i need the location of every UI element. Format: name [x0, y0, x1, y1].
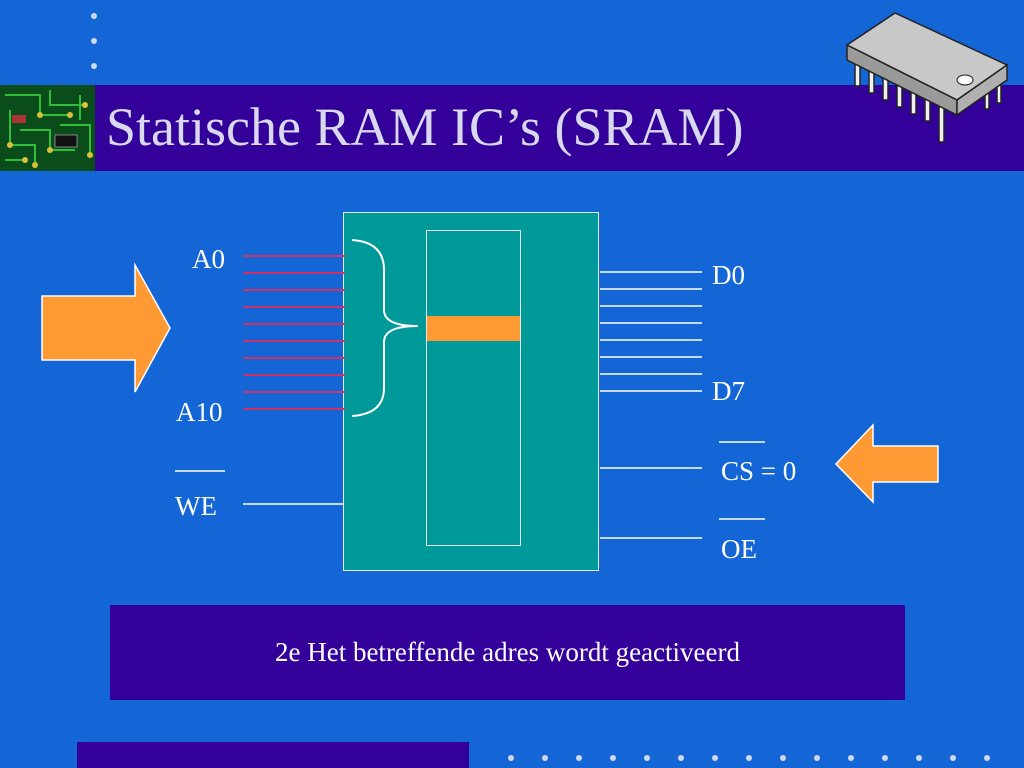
- deco-dot: [814, 755, 820, 761]
- deco-dot: [950, 755, 956, 761]
- deco-dot: [916, 755, 922, 761]
- deco-dot: [882, 755, 888, 761]
- label-cs: CS = 0: [721, 456, 797, 486]
- active-address-row: [427, 316, 520, 341]
- bottom-bar: [77, 742, 469, 768]
- label-a10: A10: [176, 397, 223, 427]
- page-title: Statische RAM IC’s (SRAM): [106, 97, 744, 157]
- data-lines: [600, 271, 702, 392]
- deco-dot: [508, 755, 514, 761]
- deco-dot: [678, 755, 684, 761]
- label-oe: OE: [721, 534, 757, 564]
- address-lines: [243, 255, 345, 410]
- ic-chip-icon: [845, 12, 1009, 143]
- circuit-board-icon: [0, 85, 95, 171]
- ram-block: [343, 212, 599, 571]
- label-a0: A0: [192, 244, 225, 274]
- memory-column: [426, 230, 521, 546]
- label-d0: D0: [712, 260, 745, 290]
- deco-dot: [610, 755, 616, 761]
- label-we: WE: [175, 491, 217, 521]
- arrow-left-icon: [834, 423, 939, 504]
- deco-dot: [780, 755, 786, 761]
- deco-dot: [712, 755, 718, 761]
- deco-dot: [91, 13, 97, 19]
- status-box: [110, 605, 905, 700]
- address-brace: [351, 239, 419, 417]
- deco-dot: [576, 755, 582, 761]
- deco-dot: [91, 38, 97, 44]
- status-text: 2e Het betreffende adres wordt geactivee…: [274, 637, 740, 667]
- deco-dot: [984, 755, 990, 761]
- deco-dot: [542, 755, 548, 761]
- deco-dot: [644, 755, 650, 761]
- deco-dot: [746, 755, 752, 761]
- deco-dot: [91, 63, 97, 69]
- title-band: [0, 85, 1024, 171]
- label-d7: D7: [712, 376, 745, 406]
- deco-dot: [848, 755, 854, 761]
- arrow-right-icon: [41, 262, 171, 393]
